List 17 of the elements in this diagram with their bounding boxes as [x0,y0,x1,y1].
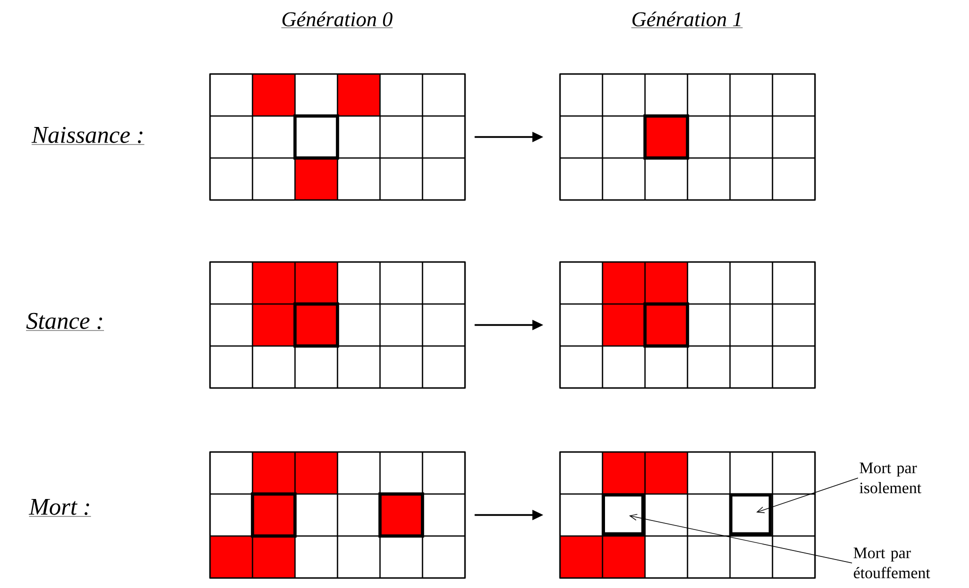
row-label: Mort : [28,498,92,517]
row-label: Stance : [26,312,104,331]
leader-line [756,478,858,514]
grid-drawing [559,73,816,201]
column-heading: Génération 1 [631,12,743,28]
annotation-text: Mort par isolement [860,462,922,494]
grid-drawing [209,451,466,579]
row-label: Naissance : [31,126,145,145]
grid-drawing [209,261,466,389]
highlighted-cell [729,493,772,536]
grid-drawing [559,261,816,389]
column-heading: Génération 0 [281,12,393,28]
grid-drawing [209,73,466,201]
highlighted-cell [602,493,644,536]
grid-drawing [559,451,816,579]
annotation-text: Mort par étouffement [854,548,930,578]
leader-line [629,514,852,564]
